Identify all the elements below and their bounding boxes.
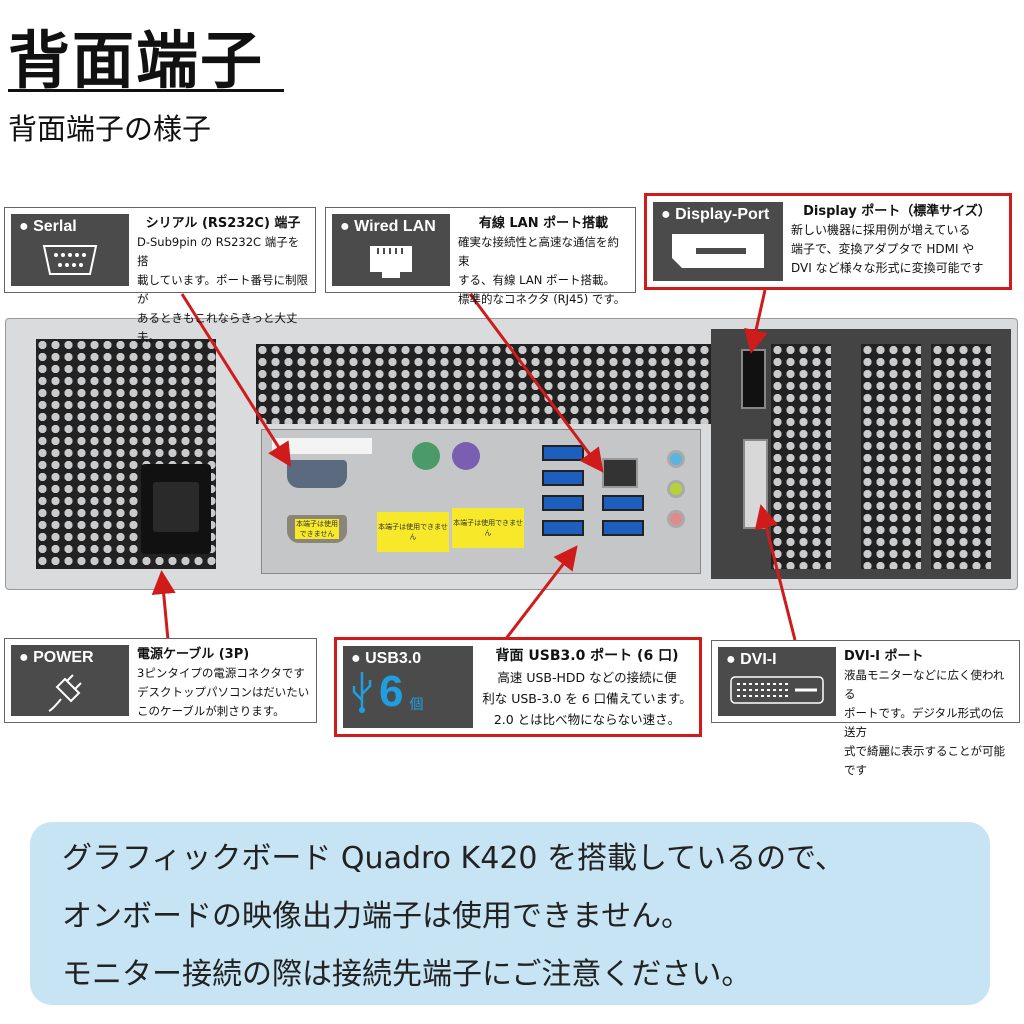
usb-port [542,445,584,461]
callout-heading: Display ポート（標準サイズ） [803,204,991,219]
badge-displayport: ● Display-Port [653,202,783,281]
badge-power: ● POWER [11,645,129,716]
callout-text: 端子で、変換アダプタで HDMI や [791,242,975,256]
callout-text: 新しい機器に採用例が増えている [791,223,971,237]
graphics-notice: グラフィックボード Quadro K420 を搭載しているので、 オンボードの映… [30,822,990,1005]
callout-text: 確実な接続性と高速な通信を約束 [458,235,619,268]
audio-out-jack [667,480,685,498]
callout-text: 液晶モニターなどに広く使われる [844,668,1005,701]
page-title: 背面端子 [8,24,265,97]
callout-text: 2.0 とは比べ物にならない速さ。 [493,712,681,727]
mic-jack [667,510,685,528]
top-vent [256,344,716,424]
dvi-port-icon [730,676,824,704]
callout-usb: ● USB3.0 6 個 背面 USB3.0 ポート (6 口) 高速 USB-… [334,637,702,737]
expansion-slots [711,329,1011,579]
callout-text: 式で綺麗に表示することが可能です [844,744,1005,777]
callout-power: ● POWER 電源ケーブル (3P) 3ピンタイプの電源コネクタですデスクトッ… [4,638,317,723]
lan-port [602,458,638,488]
callout-dvi: ● DVI-I DVI-I ポート 液晶モニターなどに広く使われるポートです。デ… [711,640,1020,777]
serial-port [287,460,347,488]
displayport-icon [672,234,764,268]
io-shield: 本端子は使用できません 本端子は使用できません 本端子は使用できません [261,429,701,574]
callout-heading: DVI-I ポート [844,649,924,664]
callout-text: DVI など様々な形式に変換可能です [791,261,984,275]
badge-label: ● Wired LAN [340,218,436,235]
badge-label: ● Serlal [19,218,77,235]
callout-heading: 背面 USB3.0 ポート (6 口) [495,648,679,664]
badge-label: ● POWER [19,649,94,666]
title-underline [8,89,284,92]
audio-in-jack [667,450,685,468]
callout-displayport: ● Display-Port Display ポート（標準サイズ） 新しい機器に… [644,193,1012,290]
ethernet-port-icon [370,246,412,278]
ps2-mouse-port [412,442,440,470]
usb-count: 6 [379,667,404,716]
dvi-connector [743,439,768,529]
usb-port [542,520,584,536]
callout-text: D-Sub9pin の RS232C 端子を搭 [137,235,300,268]
callout-heading: シリアル (RS232C) 端子 [145,216,301,231]
badge-dvi: ● DVI-I [718,647,836,716]
callout-text: このケーブルが刺さります。 [137,704,285,718]
callout-wired-lan: ● Wired LAN 有線 LAN ポート搭載 確実な接続性と高速な通信を約束… [325,207,636,306]
callout-text: 載しています。ポート番号に制限が [137,273,309,306]
callout-text: 高速 USB-HDD などの接続に便 [497,670,677,685]
badge-lan: ● Wired LAN [332,214,450,286]
sticker-label: 本端子は使用できません [377,512,449,552]
sticker-label: 本端子は使用できません [295,519,339,539]
displayport-connector [741,349,766,409]
badge-usb: ● USB3.0 6 個 [343,646,473,728]
vga-port: 本端子は使用できません [287,515,347,543]
power-inlet [141,464,211,554]
serial-port-icon [42,245,98,275]
badge-serial: ● Serlal [11,214,129,286]
badge-label: ● DVI-I [726,651,777,668]
usb-port [542,495,584,511]
usb-port [602,495,644,511]
usb-port [602,520,644,536]
badge-label: ● Display-Port [661,206,770,223]
callout-heading: 有線 LAN ポート搭載 [478,216,609,231]
pc-rear-panel: 本端子は使用できません 本端子は使用できません 本端子は使用できません [5,318,1018,590]
badge-label: ● USB3.0 [351,650,422,667]
notice-line: モニター接続の際は接続先端子にご注意ください。 [62,957,752,992]
usb-count-unit: 個 [409,696,424,712]
usb-port [542,470,584,486]
page-subtitle: 背面端子の様子 [8,112,212,146]
callout-text: 3ピンタイプの電源コネクタです [137,666,305,680]
callout-text: 利な USB-3.0 を 6 口備えています。 [482,691,692,706]
usb-icon [352,672,372,713]
notice-line: グラフィックボード Quadro K420 を搭載しているので、 [62,841,845,876]
callout-text: する、有線 LAN ポート搭載。 [458,273,615,287]
callout-text: 標準的なコネクタ (RJ45) です。 [458,292,626,306]
ps2-keyboard-port [452,442,480,470]
callout-text: あるときもこれならきっと大丈夫。 [137,311,298,344]
sticker-label: 本端子は使用できません [452,508,524,548]
callout-text: デスクトップパソコンはだいたい [137,685,310,699]
callout-heading: 電源ケーブル (3P) [137,647,250,662]
power-plug-icon [48,674,82,712]
notice-line: オンボードの映像出力端子は使用できません。 [62,899,692,934]
callout-serial: ● Serlal シリアル (RS232C) 端子 D-Sub9pin の RS… [4,207,316,344]
callout-text: ポートです。デジタル形式の伝送方 [844,706,1004,739]
